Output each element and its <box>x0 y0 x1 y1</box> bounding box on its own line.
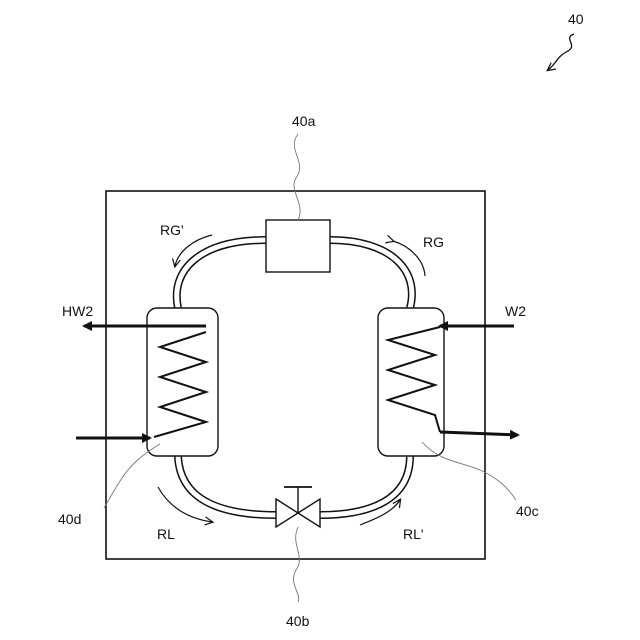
label-rl: RL <box>157 526 175 542</box>
evaporator <box>378 308 444 456</box>
label-hw2: HW2 <box>62 303 93 319</box>
label-valve: 40b <box>286 613 310 629</box>
evaporator-outlet-arrow <box>440 432 518 435</box>
label-rg: RG <box>423 234 444 250</box>
label-compressor: 40a <box>292 113 316 129</box>
leader-40a <box>294 134 300 220</box>
label-condenser: 40d <box>58 511 81 527</box>
label-rl-prime: RL' <box>403 526 424 542</box>
label-w2: W2 <box>505 303 526 319</box>
condenser <box>147 308 218 456</box>
figure-ref-arrow <box>548 34 574 70</box>
label-rg-prime: RG' <box>160 222 184 238</box>
label-figure: 40 <box>568 11 584 27</box>
label-evaporator: 40c <box>516 503 539 519</box>
expansion-valve <box>276 487 320 527</box>
leader-40b <box>293 527 299 602</box>
compressor-box <box>266 220 330 272</box>
